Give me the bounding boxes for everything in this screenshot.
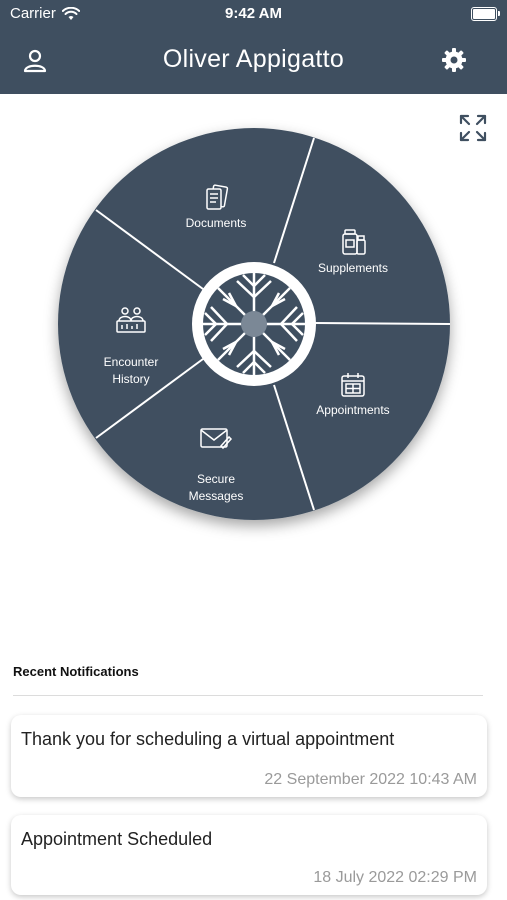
wheel-item-appointments[interactable]: Appointments — [293, 370, 413, 419]
notification-card[interactable]: Thank you for scheduling a virtual appoi… — [11, 715, 487, 797]
notification-card[interactable]: Appointment Scheduled 18 July 2022 02:29… — [11, 815, 487, 895]
wheel-item-encounter-history[interactable]: Encounter History — [71, 288, 191, 388]
envelope-icon — [200, 428, 233, 450]
status-bar: Carrier 9:42 AM — [0, 0, 507, 28]
wheel-item-secure-messages[interactable]: Secure Messages — [156, 409, 276, 505]
notification-date: 18 July 2022 02:29 PM — [313, 869, 477, 886]
history-icon — [116, 307, 146, 333]
calendar-icon — [341, 373, 365, 397]
gear-icon[interactable] — [441, 47, 467, 73]
notifications-heading: Recent Notifications — [13, 664, 139, 679]
wheel-item-label: Secure Messages — [188, 472, 244, 503]
nav-bar: Oliver Appigatto — [0, 28, 507, 94]
expand-arrows-icon[interactable] — [458, 113, 488, 143]
page-title: Oliver Appigatto — [162, 45, 345, 73]
notification-message: Thank you for scheduling a virtual appoi… — [21, 729, 395, 749]
notification-date: 22 September 2022 10:43 AM — [264, 771, 477, 788]
wifi-icon — [61, 6, 80, 20]
supplements-icon — [342, 229, 366, 255]
wheel-item-documents[interactable]: Documents — [156, 183, 276, 232]
wheel-item-label: Encounter History — [103, 355, 159, 386]
documents-icon — [206, 184, 229, 210]
carrier-label: Carrier — [10, 5, 56, 22]
status-time: 9:42 AM — [225, 5, 282, 22]
carrier: Carrier — [10, 5, 80, 22]
wheel-item-label: Documents — [185, 216, 247, 230]
wheel-item-supplements[interactable]: Supplements — [293, 226, 413, 277]
notification-message: Appointment Scheduled — [21, 829, 213, 849]
battery-icon — [471, 7, 500, 21]
person-icon[interactable] — [22, 48, 48, 74]
divider — [13, 695, 483, 696]
wheel-item-label: Appointments — [316, 403, 390, 417]
wheel-item-label: Supplements — [317, 261, 389, 275]
navigation-wheel: Documents Supplements Appointments — [53, 123, 455, 525]
snowflake-logo-icon[interactable] — [192, 262, 316, 386]
